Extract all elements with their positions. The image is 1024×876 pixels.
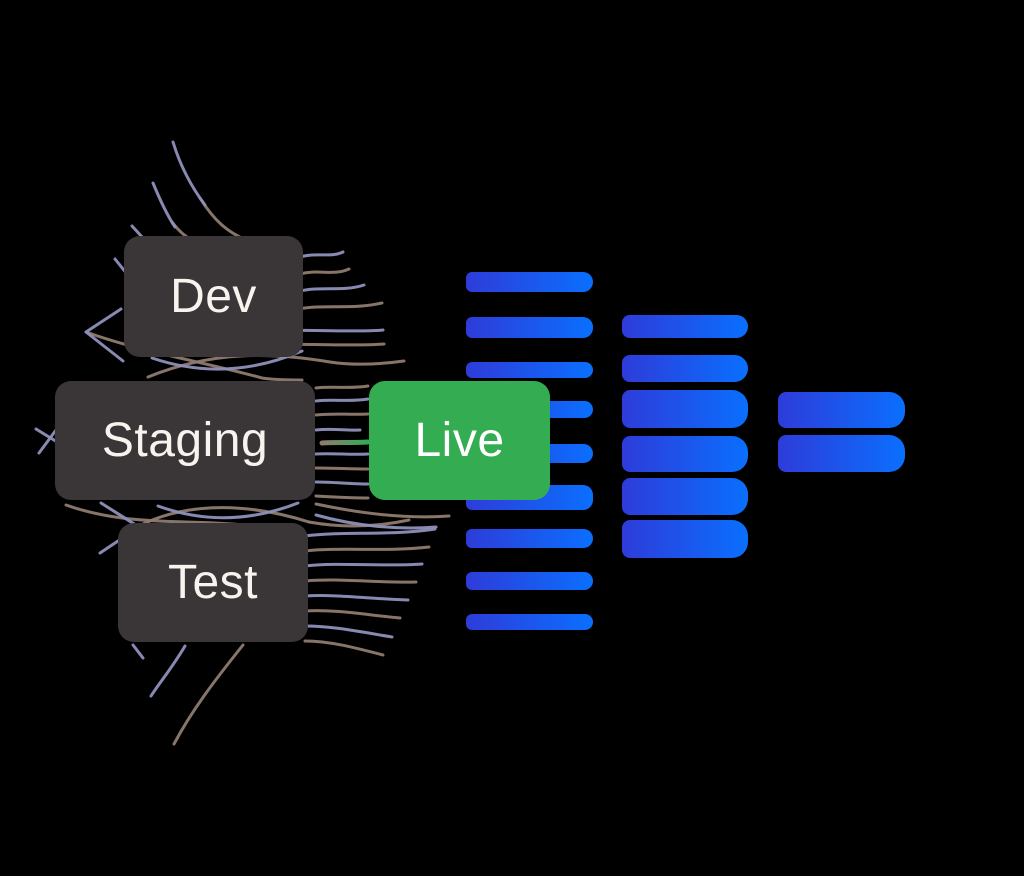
- node-staging: Staging: [55, 381, 315, 500]
- staging-to-live-merge-line: [319, 439, 371, 446]
- traffic-bar: [466, 529, 593, 548]
- traffic-bar: [466, 362, 593, 378]
- node-dev: Dev: [124, 236, 303, 357]
- node-test: Test: [118, 523, 308, 642]
- node-test-label: Test: [167, 556, 259, 609]
- traffic-bar: [622, 520, 748, 558]
- traffic-bar: [466, 317, 593, 338]
- traffic-bar: [622, 478, 748, 515]
- traffic-bar: [466, 272, 593, 292]
- traffic-bar: [466, 614, 593, 630]
- node-dev-label: Dev: [170, 270, 257, 323]
- traffic-bar: [622, 315, 748, 338]
- traffic-bar: [778, 392, 905, 428]
- traffic-bar: [622, 436, 748, 472]
- traffic-bar: [622, 390, 748, 428]
- node-staging-label: Staging: [101, 414, 269, 467]
- node-live: Live: [369, 381, 550, 500]
- traffic-bar: [466, 572, 593, 590]
- traffic-bar: [778, 435, 905, 472]
- node-live-label: Live: [414, 414, 505, 467]
- traffic-bar: [622, 355, 748, 382]
